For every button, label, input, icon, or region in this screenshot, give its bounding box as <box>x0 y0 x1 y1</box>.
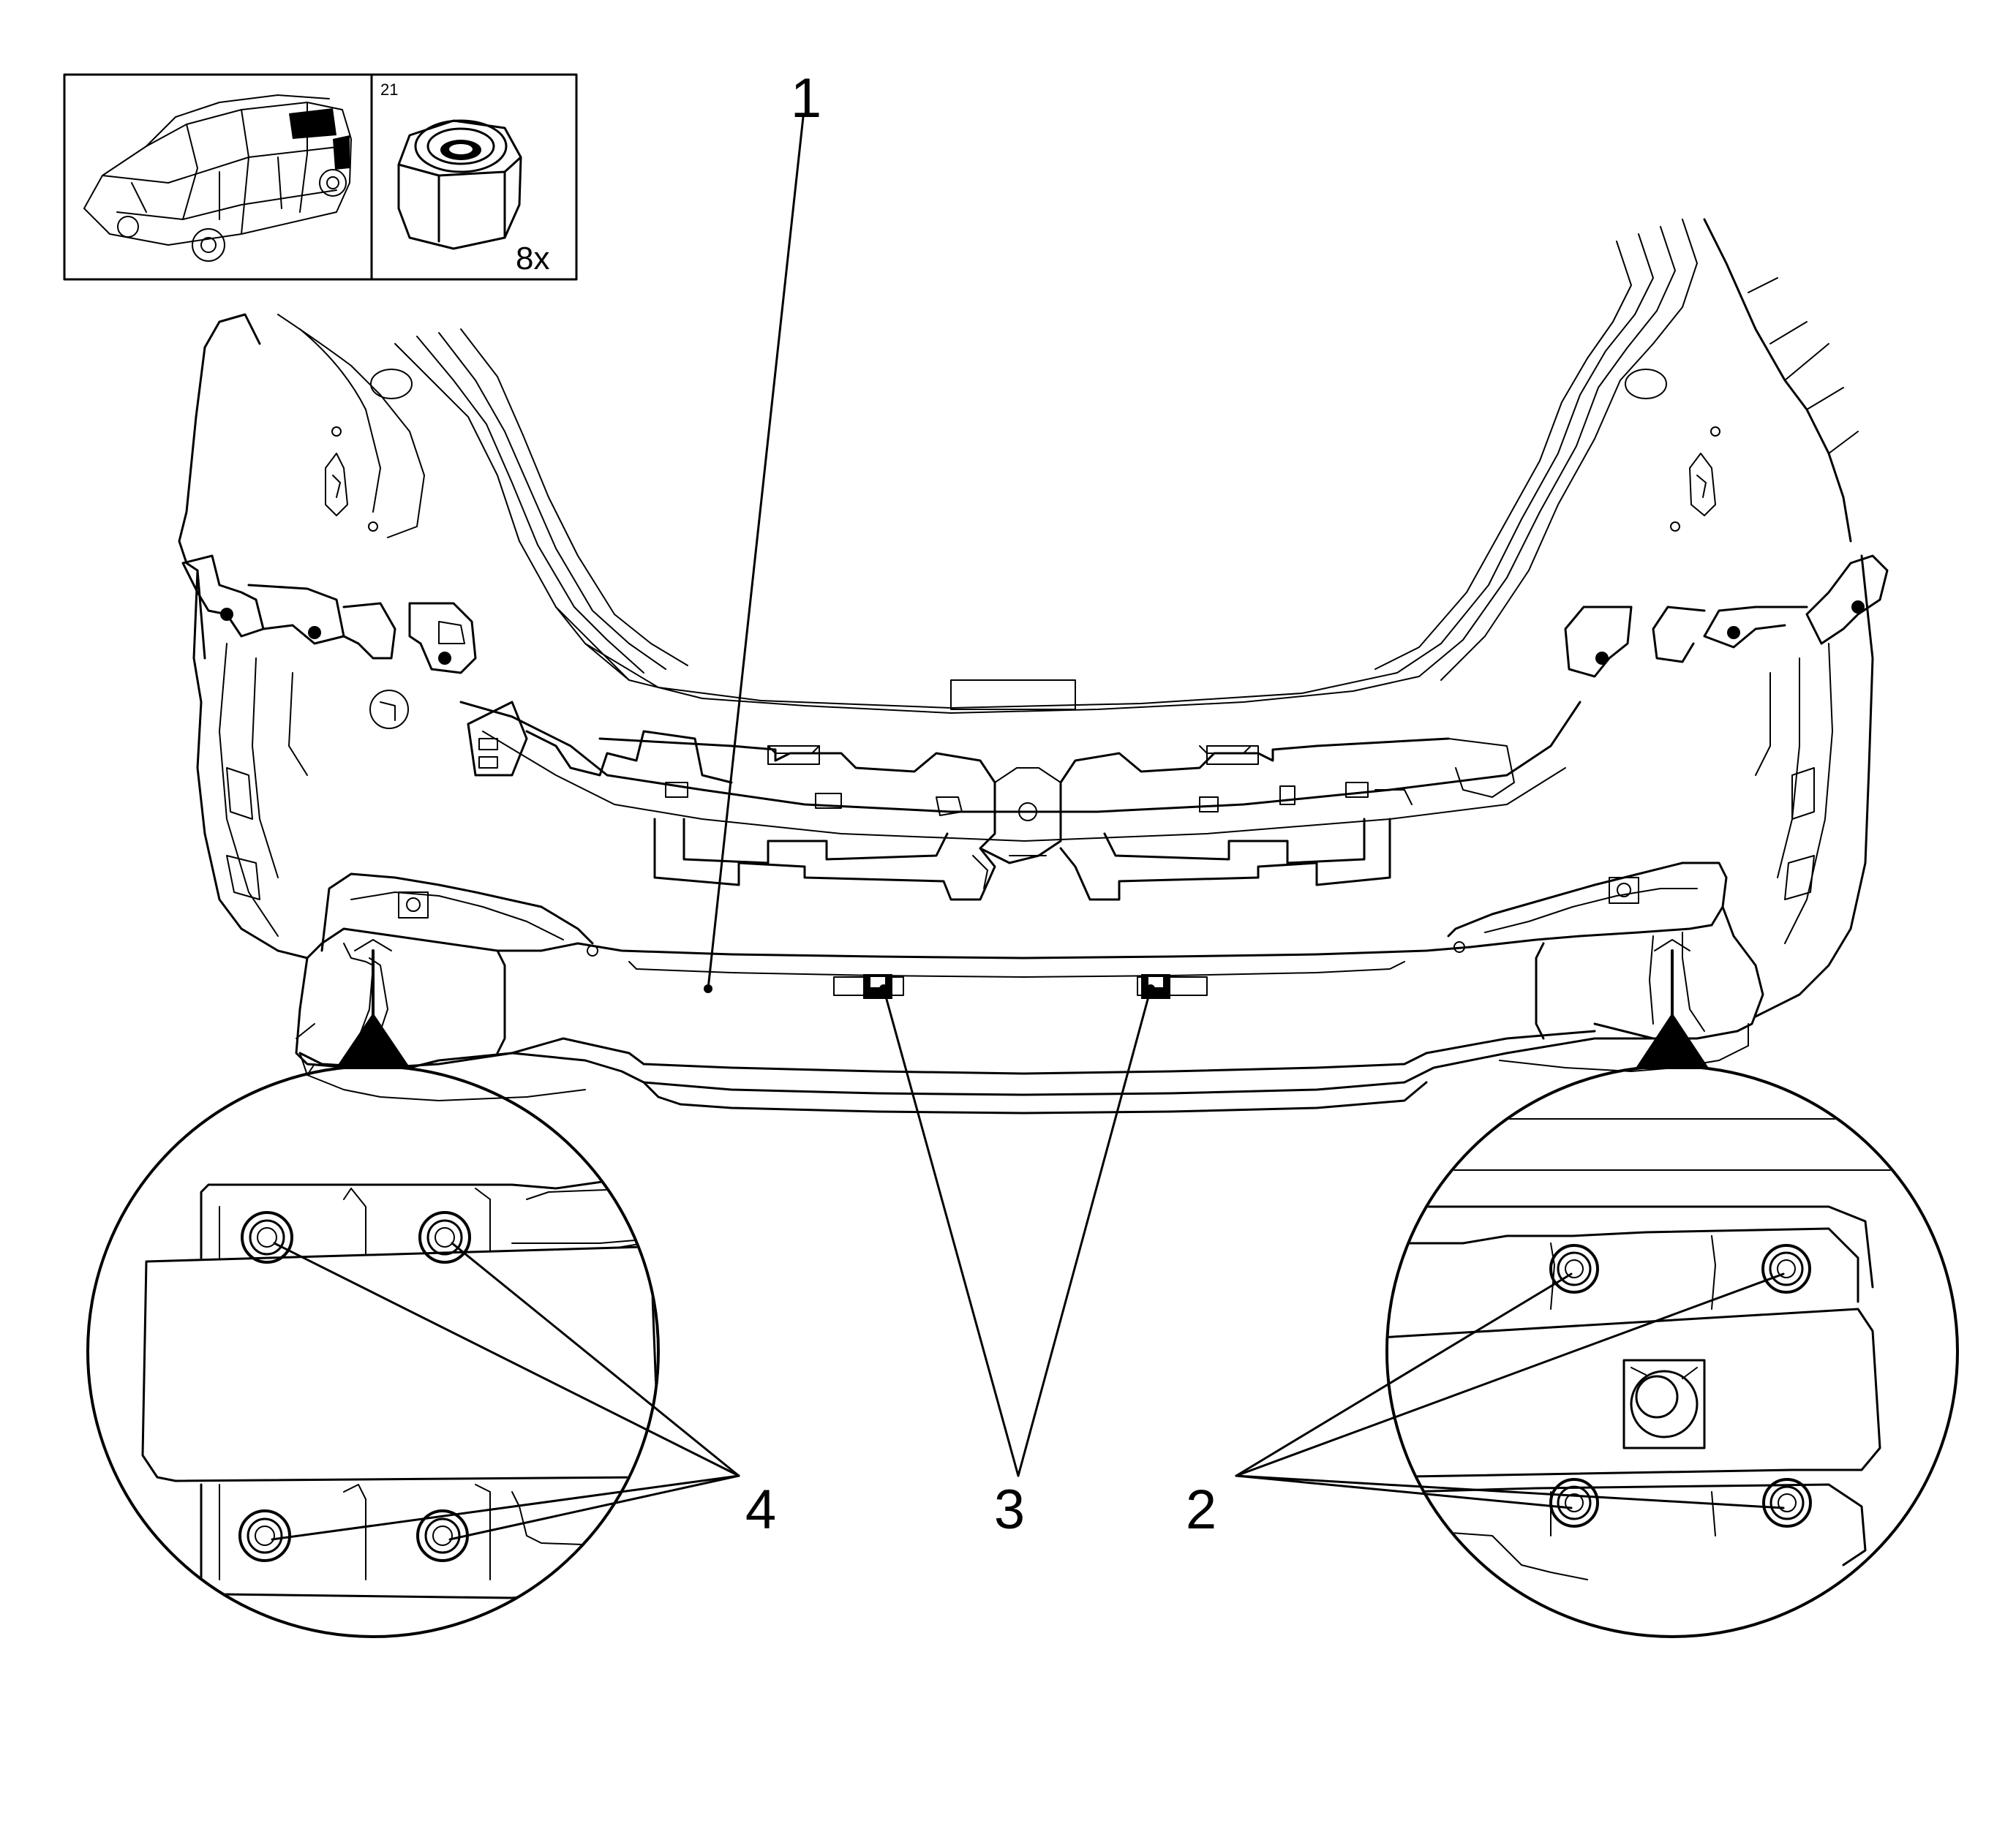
callout-4: 4 <box>745 1479 776 1541</box>
nut-right-2 <box>1761 1244 1811 1294</box>
nut-right-1 <box>1549 1244 1599 1294</box>
legend-box: 21 8x <box>63 73 578 281</box>
callout-2: 2 <box>1186 1479 1216 1541</box>
nut-right-3 <box>1549 1478 1599 1528</box>
detail-view-left <box>86 1065 660 1638</box>
callout-1: 1 <box>791 67 821 129</box>
nut-left-1 <box>241 1211 293 1264</box>
nut-left-2 <box>418 1211 471 1264</box>
quantity-label: 8x <box>516 241 549 276</box>
detail-pointer-left <box>335 1013 411 1069</box>
callout-3: 3 <box>994 1479 1025 1541</box>
detail-view-right <box>1385 1065 1959 1638</box>
bumper-clip-left <box>833 974 904 999</box>
nut-left-3 <box>238 1509 291 1562</box>
nut-right-4 <box>1762 1478 1812 1528</box>
leader-lines <box>271 116 1785 1541</box>
detail-pointer-right <box>1635 1013 1710 1069</box>
part-ref-number: 21 <box>380 80 398 99</box>
self-locking-nut-icon <box>397 119 522 250</box>
center-stud-hole <box>1622 1359 1706 1449</box>
vehicle-rear-body <box>178 218 1889 1115</box>
vehicle-body-icon <box>83 94 352 262</box>
